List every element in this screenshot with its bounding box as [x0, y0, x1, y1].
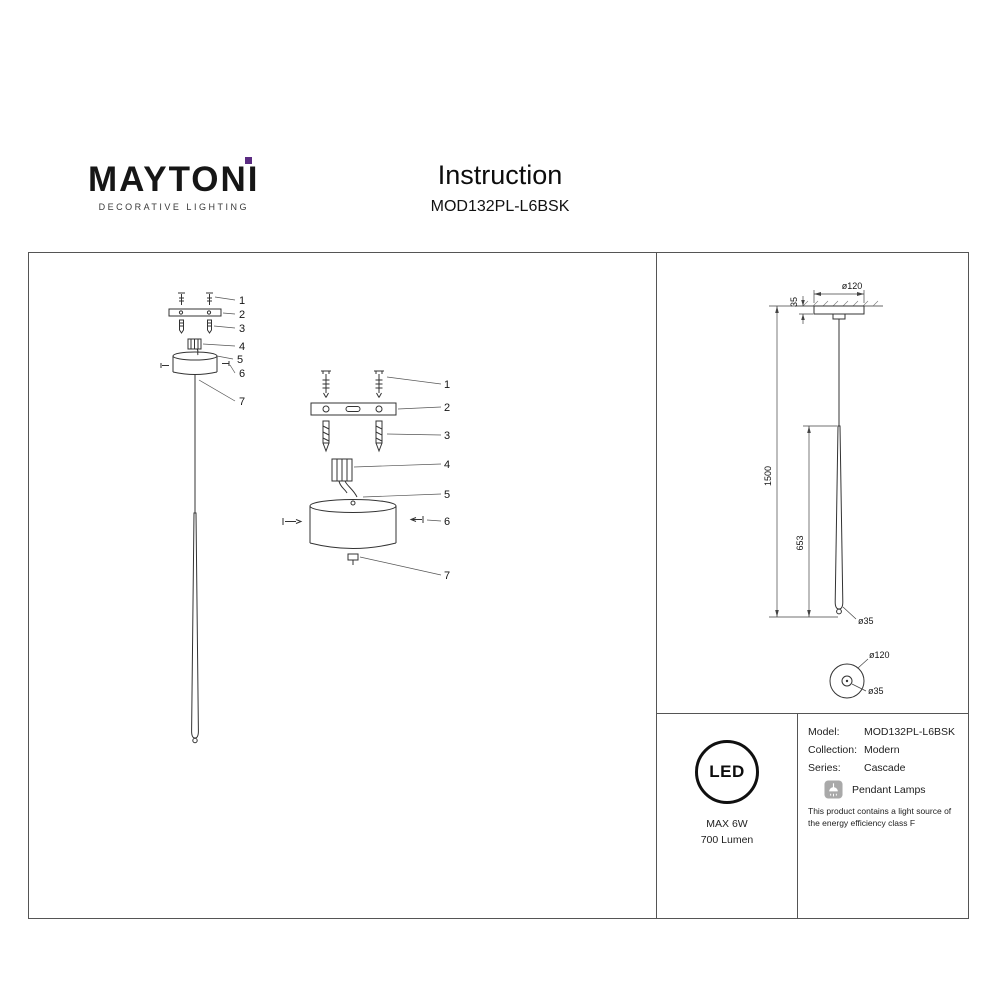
wires-large: [338, 480, 358, 498]
dim-overall-length: 1500: [763, 466, 773, 486]
plate-stub: [832, 313, 846, 320]
callout-number: 6: [239, 368, 245, 380]
callout-leader: [216, 355, 234, 360]
callout-number: 7: [444, 570, 450, 582]
spec-value-model: MOD132PL-L6BSK: [864, 726, 956, 738]
callout-leader: [353, 463, 442, 468]
brand-name-text: MAYTONI: [88, 160, 260, 199]
callout-number: 5: [237, 354, 243, 366]
assembly-diagrams: 1 2 3 4 5 6 7: [160, 292, 450, 744]
terminal-block-small: [187, 338, 202, 350]
spec-value-category: Pendant Lamps: [852, 783, 926, 796]
dim-rod-length: 653: [795, 535, 805, 550]
led-logo-text: LED: [709, 762, 745, 781]
pendant-side-view: [795, 300, 883, 615]
spec-value-series: Cascade: [864, 762, 906, 774]
callout-leader: [362, 493, 442, 498]
screws-small: [178, 292, 213, 305]
callout-number: 7: [239, 396, 245, 408]
callout-number: 2: [239, 309, 245, 321]
callout-leader: [214, 296, 236, 301]
canopy-small: [172, 351, 218, 375]
callout-number: 1: [239, 295, 245, 307]
anchors-large: [322, 420, 383, 453]
led-badge: LED MAX 6W 700 Lumen: [657, 714, 798, 918]
callout-leader: [222, 312, 236, 315]
led-logo: LED: [695, 740, 759, 804]
brand-tagline: DECORATIVE LIGHTING: [98, 202, 249, 212]
right-panel: ø120 35 1500 653 ø35 ø120 ø35: [656, 253, 968, 918]
dim-rod-diameter: ø35: [858, 616, 874, 626]
spec-value-collection: Modern: [864, 744, 900, 756]
page-title: Instruction: [437, 160, 563, 190]
spec-row-model: Model: MOD132PL-L6BSK: [808, 726, 960, 738]
content-frame: 1 2 3 4 5 6 7: [28, 252, 969, 919]
spec-row-series: Series: Cascade: [808, 762, 960, 774]
callout-leader: [198, 379, 236, 402]
brand-accent-dot: [244, 157, 252, 164]
pendant-rod: [834, 425, 844, 610]
brand-name: MAYTONI: [88, 157, 260, 199]
spec-table: Model: MOD132PL-L6BSK Collection: Modern…: [798, 714, 968, 918]
pendant-top-view: [829, 658, 869, 699]
terminal-block-large: [331, 458, 353, 482]
mount-plate-large: [310, 402, 397, 416]
efficiency-note: This product contains a light source of …: [808, 806, 952, 828]
rod-tip-small: [192, 737, 198, 744]
model-number: MOD132PL-L6BSK: [430, 198, 570, 215]
luminous-flux: 700 Lumen: [700, 834, 754, 846]
callout-number: 1: [444, 379, 450, 391]
callout-leaders-small: [198, 296, 236, 402]
mount-plate-small: [168, 308, 222, 317]
dimension-drawing: ø120 35 1500 653 ø35 ø120 ø35: [763, 281, 890, 699]
side-screws-large: [282, 516, 424, 525]
callout-number: 4: [444, 459, 450, 471]
ceiling-plate: [813, 305, 865, 315]
exploded-diagram-small: [160, 292, 230, 744]
canopy-large: [309, 499, 397, 549]
callout-number: 5: [444, 489, 450, 501]
title-block: Instruction MOD132PL-L6BSK: [0, 160, 1000, 216]
info-panel: LED MAX 6W 700 Lumen Model: MOD132PL-L6B…: [657, 713, 968, 918]
screws-large: [321, 370, 384, 398]
spec-label-series: Series:: [808, 762, 841, 774]
callout-leader: [213, 325, 236, 329]
spec-label-collection: Collection:: [808, 744, 858, 756]
max-power: MAX 6W: [706, 818, 748, 830]
callout-leader: [426, 519, 442, 522]
callout-leader: [229, 364, 236, 374]
dim-plate-thickness: 35: [789, 297, 799, 307]
ceiling-hatch: [802, 300, 879, 307]
dim-topview-inner: ø35: [868, 686, 884, 696]
exploded-diagram-large: [282, 370, 424, 565]
dim-plate-diameter: ø120: [842, 281, 863, 291]
callout-number: 3: [444, 430, 450, 442]
pendant-rod-small: [191, 512, 199, 739]
callout-number: 4: [239, 341, 245, 353]
callout-leader: [397, 406, 442, 410]
callout-number: 3: [239, 323, 245, 335]
callout-numbers-small: 1 2 3 4 5 6 7: [237, 295, 245, 408]
dim-topview-outer: ø120: [869, 650, 890, 660]
spec-label-model: Model:: [808, 726, 840, 738]
side-screws-small: [160, 361, 230, 368]
rod-tip: [836, 608, 842, 615]
spec-row-collection: Collection: Modern: [808, 744, 960, 756]
callout-leader: [359, 556, 442, 576]
callout-numbers-large: 1 2 3 4 5 6 7: [444, 379, 450, 582]
callout-leader: [202, 343, 236, 347]
pendant-lamp-icon: [824, 780, 843, 799]
dimension-lines: [769, 290, 865, 620]
callout-leaders-large: [353, 376, 442, 576]
callout-number: 2: [444, 402, 450, 414]
cable-grip-large: [347, 553, 359, 565]
brand-logo: MAYTONI DECORATIVE LIGHTING: [88, 157, 260, 212]
callout-leader: [386, 433, 442, 436]
anchors-small: [179, 319, 212, 334]
spec-row-category: Pendant Lamps: [808, 780, 960, 799]
callout-leader: [386, 376, 442, 385]
callout-number: 6: [444, 516, 450, 528]
